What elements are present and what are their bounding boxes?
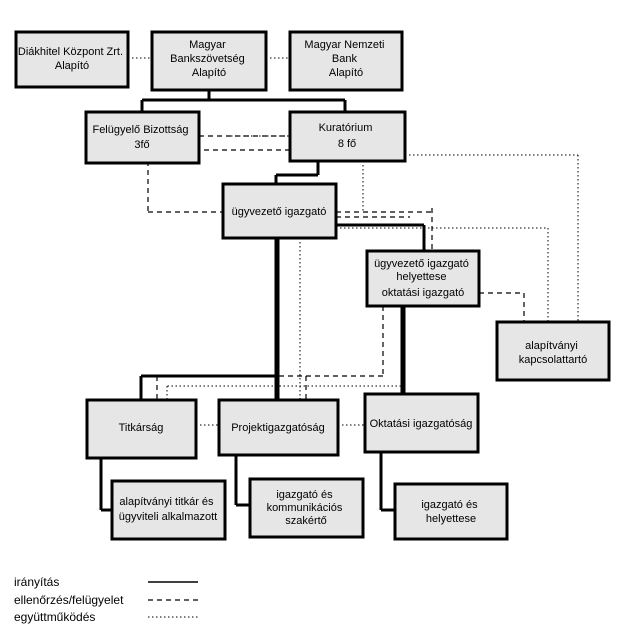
node-okt-helyettes: igazgató és helyettese: [393, 482, 509, 541]
node-mnb: Magyar Nemzeti Bank Alapító: [288, 30, 404, 92]
node-kuratorium: Kuratórium 8 fő: [288, 110, 407, 163]
node-kapcsolattarto: alapítványi kapcsolattartó: [495, 320, 611, 382]
node-okt-helyettes-line-1: igazgató és: [421, 499, 478, 511]
node-oktatasi: Oktatási igazgatóság: [363, 392, 480, 454]
node-ugyvezeto-text: ügyvezető igazgató: [232, 206, 327, 218]
node-titkarsag-text: Titkárság: [119, 422, 164, 434]
node-titkar-line-1: alapítványi titkár és: [119, 496, 214, 508]
node-bankszovetseg-line-3: Alapító: [192, 67, 226, 79]
connectors: [99, 57, 579, 512]
node-kuratorium-text: Kuratórium 8 fő: [319, 122, 376, 150]
node-szakerto-line-1: igazgató és: [276, 489, 333, 501]
node-ugyvezeto: ügyvezető igazgató: [221, 182, 338, 240]
legend: irányítás ellenőrzés/felügyelet együttmű…: [14, 575, 198, 624]
node-oktatasi-text: Oktatási igazgatóság: [370, 418, 473, 430]
node-titkarsag: Titkárság: [85, 398, 198, 460]
node-helyettes-line-3: oktatási igazgató: [382, 287, 465, 299]
node-diakhitel-line-1: Diákhitel Központ Zrt.: [18, 46, 123, 58]
node-bankszovetseg-line-1: Magyar: [189, 39, 226, 51]
node-mnb-line-1: Magyar Nemzeti: [304, 39, 384, 51]
node-okt-helyettes-text: igazgató és helyettese: [421, 499, 480, 525]
node-felugyelo-line-2: 3fő: [134, 139, 149, 151]
node-helyettes: ügyvezető igazgató helyettese oktatási i…: [365, 249, 481, 308]
node-mnb-line-2: Bank: [332, 53, 358, 65]
node-szakerto-line-3: szakértő: [285, 515, 327, 527]
node-titkar-line-2: ügyviteli alkalmazott: [119, 511, 217, 523]
legend-label-dashed: ellenőrzés/felügyelet: [14, 593, 124, 607]
node-titkar: alapítványi titkár és ügyviteli alkalmaz…: [110, 479, 227, 541]
node-diakhitel-text: Diákhitel Központ Zrt. Alapító: [18, 46, 126, 72]
node-kuratorium-line-2: 8 fő: [338, 138, 356, 150]
node-helyettes-text: ügyvezető igazgató helyettese oktatási i…: [374, 258, 472, 299]
node-kapcsolattarto-line-1: alapítványi: [525, 340, 578, 352]
node-szakerto: igazgató és kommunikációs szakértő: [248, 477, 365, 539]
node-projekt: Projektigazgatóság: [217, 398, 340, 457]
node-titkar-text: alapítványi titkár és ügyviteli alkalmaz…: [119, 496, 217, 523]
node-diakhitel: Diákhitel Központ Zrt. Alapító: [14, 30, 130, 89]
node-okt-helyettes-line-2: helyettese: [426, 513, 476, 525]
node-bankszovetseg-text: Magyar Bankszövetség Alapító: [170, 39, 248, 79]
node-bankszovetseg-line-2: Bankszövetség: [170, 53, 245, 65]
node-titkarsag-line-1: Titkárság: [119, 422, 164, 434]
node-szakerto-text: igazgató és kommunikációs szakértő: [267, 489, 346, 527]
node-kapcsolattarto-text: alapítványi kapcsolattartó: [519, 340, 587, 366]
node-felugyelo: Felügyelő Bizottság 3fő: [84, 110, 201, 165]
node-felugyelo-text: Felügyelő Bizottság 3fő: [92, 124, 191, 151]
node-mnb-text: Magyar Nemzeti Bank Alapító: [304, 39, 387, 79]
legend-label-solid: irányítás: [14, 575, 59, 589]
node-projekt-text: Projektigazgatóság: [231, 422, 325, 434]
node-projekt-line-1: Projektigazgatóság: [231, 422, 325, 434]
node-diakhitel-line-2: Alapító: [55, 60, 89, 72]
node-szakerto-line-2: kommunikációs: [267, 502, 343, 514]
legend-label-dotted: együttműködés: [14, 610, 95, 624]
node-felugyelo-line-1: Felügyelő Bizottság: [92, 124, 188, 136]
node-helyettes-line-1: ügyvezető igazgató: [374, 258, 469, 270]
node-mnb-line-3: Alapító: [329, 67, 363, 79]
node-bankszovetseg: Magyar Bankszövetség Alapító: [150, 30, 268, 92]
node-ugyvezeto-line-1: ügyvezető igazgató: [232, 206, 327, 218]
node-kapcsolattarto-line-2: kapcsolattartó: [519, 354, 587, 366]
node-kuratorium-line-1: Kuratórium: [319, 122, 373, 134]
node-oktatasi-line-1: Oktatási igazgatóság: [370, 418, 473, 430]
node-helyettes-line-2: helyettese: [396, 271, 446, 283]
